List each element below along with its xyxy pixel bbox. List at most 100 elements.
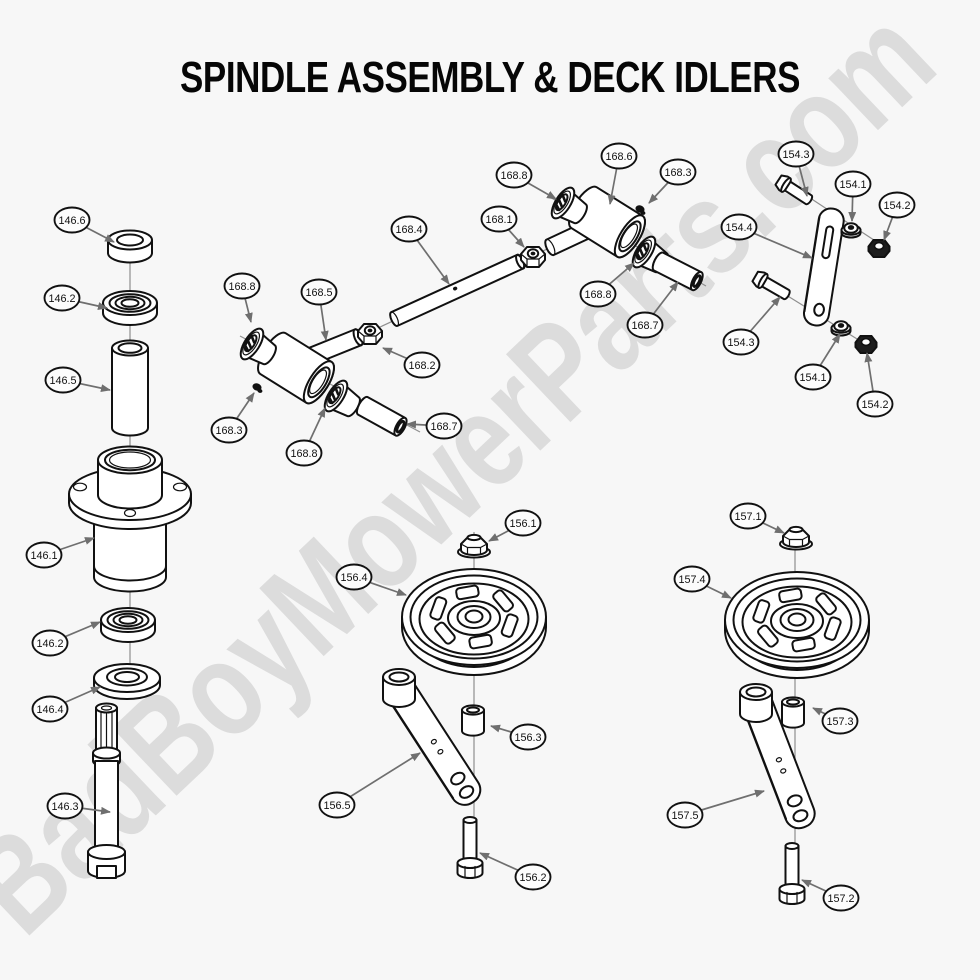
idler-pulley xyxy=(724,571,870,679)
callout-label: 168.6 xyxy=(605,151,632,163)
callout-label: 157.3 xyxy=(826,716,853,728)
callout-bubble xyxy=(480,205,518,233)
callout-label: 157.5 xyxy=(671,810,698,822)
callout-bubble xyxy=(794,363,832,391)
callout-146.2: 146.2 xyxy=(31,621,101,657)
callout-bubble xyxy=(821,707,859,735)
callout-bubble xyxy=(834,170,872,198)
spindle-shaft xyxy=(87,702,126,879)
callout-146.5: 146.5 xyxy=(44,366,111,394)
callout-154.1: 154.1 xyxy=(834,170,872,222)
flange-nut-small xyxy=(840,222,862,239)
callout-label: 168.4 xyxy=(395,224,422,236)
callout-bubble xyxy=(318,791,356,819)
flange-nut-small xyxy=(830,320,852,337)
callout-label: 168.5 xyxy=(305,287,332,299)
callout-bubble xyxy=(210,416,248,444)
callout-157.5: 157.5 xyxy=(666,789,765,829)
idler-spacer xyxy=(781,696,805,729)
callout-label: 157.2 xyxy=(827,893,854,905)
callout-154.1: 154.1 xyxy=(794,333,841,391)
callout-label: 154.3 xyxy=(782,149,809,161)
callout-label: 168.1 xyxy=(485,214,512,226)
callout-bubble xyxy=(777,140,815,168)
idler-arm-boss xyxy=(739,683,773,723)
callout-label: 146.1 xyxy=(30,550,57,562)
callout-label: 146.5 xyxy=(49,375,76,387)
callout-bubble xyxy=(46,792,84,820)
callout-label: 168.2 xyxy=(408,360,435,372)
callout-156.2: 156.2 xyxy=(479,852,552,891)
callout-label: 156.1 xyxy=(509,518,536,530)
callouts: 146.6 146.2 146.5 146.1 146.2 146.4 146.3 168.8… xyxy=(25,140,916,912)
callout-168.1: 168.1 xyxy=(480,205,525,248)
callout-bubble xyxy=(722,328,760,356)
callout-bubble xyxy=(425,412,463,440)
callout-bubble xyxy=(285,439,323,467)
callout-label: 146.2 xyxy=(48,293,75,305)
callout-bubble xyxy=(25,541,63,569)
spindle-assembly xyxy=(68,229,192,879)
callout-label: 168.8 xyxy=(584,289,611,301)
jam-nut xyxy=(520,246,546,268)
callout-bubble xyxy=(729,502,767,530)
callout-157.4: 157.4 xyxy=(673,565,732,599)
callout-146.1: 146.1 xyxy=(25,537,95,569)
callout-bubble xyxy=(856,390,894,418)
callout-bubble xyxy=(514,863,552,891)
lock-nut xyxy=(867,239,891,258)
callout-bubble xyxy=(659,158,697,186)
bearing-upper xyxy=(102,290,158,326)
callout-label: 168.7 xyxy=(631,320,658,332)
callout-label: 168.3 xyxy=(664,167,691,179)
callout-bubble xyxy=(390,215,428,243)
callout-label: 146.6 xyxy=(58,215,85,227)
callout-label: 156.3 xyxy=(514,732,541,744)
callout-bubble xyxy=(495,161,533,189)
callout-label: 154.3 xyxy=(727,337,754,349)
callout-168.8: 168.8 xyxy=(223,272,261,323)
bearing-cap xyxy=(107,229,153,264)
jam-nut xyxy=(357,323,383,345)
seal-washer xyxy=(93,663,161,700)
callout-label: 168.3 xyxy=(215,425,242,437)
bearing-lower xyxy=(100,607,156,643)
callout-156.4: 156.4 xyxy=(335,563,407,596)
callout-168.8: 168.8 xyxy=(579,262,635,308)
callout-bubble xyxy=(403,351,441,379)
idler-link-arm xyxy=(802,207,845,327)
callout-bubble xyxy=(335,563,373,591)
idler-spacer xyxy=(461,704,485,737)
callout-bubble xyxy=(666,801,704,829)
callout-bubble xyxy=(44,366,82,394)
callout-168.3: 168.3 xyxy=(210,392,255,444)
callout-label: 154.2 xyxy=(883,200,910,212)
callout-146.2: 146.2 xyxy=(43,284,108,312)
idler-pulley xyxy=(401,568,547,676)
callout-154.2: 154.2 xyxy=(878,191,916,241)
spacer-tube xyxy=(111,339,149,437)
callout-bubble xyxy=(300,278,338,306)
callout-154.3: 154.3 xyxy=(777,140,815,197)
callout-label: 146.4 xyxy=(36,704,63,716)
callout-bubble xyxy=(31,629,69,657)
callout-label: 146.3 xyxy=(51,801,78,813)
callout-label: 168.8 xyxy=(290,448,317,460)
callout-168.8: 168.8 xyxy=(495,161,557,200)
callout-label: 157.4 xyxy=(678,574,705,586)
callout-label: 146.2 xyxy=(36,638,63,650)
callout-168.3: 168.3 xyxy=(648,158,697,204)
callout-154.2: 154.2 xyxy=(856,352,894,418)
callout-156.3: 156.3 xyxy=(490,723,547,751)
callout-bubble xyxy=(504,509,542,537)
idler-arm-boss xyxy=(382,668,416,708)
callout-bubble xyxy=(673,565,711,593)
callout-168.5: 168.5 xyxy=(300,278,338,341)
callout-146.3: 146.3 xyxy=(46,792,111,820)
callout-bubble xyxy=(822,884,860,912)
callout-label: 168.8 xyxy=(500,170,527,182)
page-title: SPINDLE ASSEMBLY & DECK IDLERS xyxy=(180,53,800,102)
callout-bubble xyxy=(878,191,916,219)
callout-168.8: 168.8 xyxy=(285,407,326,467)
callout-label: 168.7 xyxy=(430,421,457,433)
